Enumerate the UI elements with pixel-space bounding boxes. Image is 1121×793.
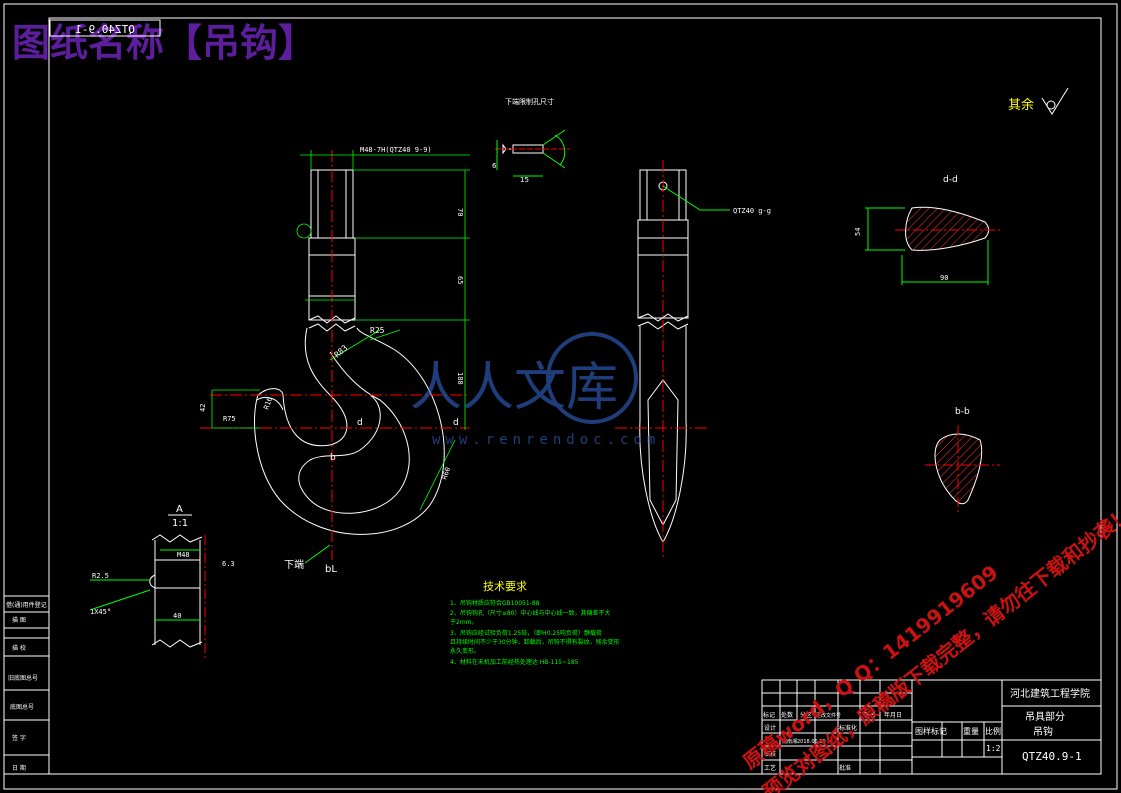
drawing-no: QTZ40.9-1 xyxy=(1022,750,1082,763)
detail-a-scale: 1:1 xyxy=(172,518,188,529)
detail-a-letter: A xyxy=(176,504,183,515)
tb-review: 审核 xyxy=(764,750,776,758)
watermark-logo: 人人文库 www.renrendoc.com xyxy=(410,332,660,448)
tech-req-line: 2、吊钩钩孔（尺寸≤80）中心线与中心线一致，其偏差不大 xyxy=(450,609,610,617)
section-dd-shape xyxy=(905,206,990,251)
left-col-item: 日 期 xyxy=(12,764,26,772)
a-63: 6.3 xyxy=(222,560,235,568)
tb-row-label: 签名 xyxy=(864,711,876,719)
scale-label: 比例 xyxy=(985,726,1001,736)
left-col-item: 借(通)用件登记 xyxy=(6,601,47,609)
dd-height: 54 xyxy=(854,228,862,236)
left-col-item: 签 字 xyxy=(12,734,26,742)
front-dimensions xyxy=(211,150,470,511)
label-bl: bL xyxy=(325,564,337,575)
label-d-right: d xyxy=(453,418,459,428)
dim-180: 180 xyxy=(456,372,464,385)
left-column-table xyxy=(3,595,50,775)
roughness-circle xyxy=(1046,100,1056,110)
det-15: 15 xyxy=(520,176,529,184)
inner-border xyxy=(48,17,1102,775)
detail-a-dims xyxy=(89,549,200,621)
code-box-text: QTZ40.9-1 xyxy=(75,23,135,36)
tb-row-label: 更改文件号 xyxy=(816,712,841,719)
section-bb-label: b-b xyxy=(955,407,970,417)
tech-req-line: 且持续时间不少于30分钟，卸载后，吊钩不得有裂纹，残余变形 xyxy=(450,638,620,646)
roughness-symbol xyxy=(1041,87,1069,115)
dim-r16: R16 xyxy=(262,396,274,411)
tb-row-label: 分区 xyxy=(800,711,812,719)
marks-label: 图样标记 xyxy=(915,726,947,736)
left-col-item: 描 校 xyxy=(12,644,26,652)
tech-req-line: 3、吊钩应经试验负荷1.25倍，（即H0.25吨负荷）静载荷 xyxy=(450,629,602,637)
dim-r25: R25 xyxy=(370,326,385,335)
tb-row-label: 处数 xyxy=(781,711,793,719)
roughness-note: 其余 xyxy=(1008,97,1034,113)
tech-req-line: 于2mm。 xyxy=(450,619,478,626)
drawing-title: 图纸名称【吊钩】 xyxy=(12,21,316,65)
dim-r83: R83 xyxy=(333,343,350,359)
detail-label-top: 下端限制孔尺寸 xyxy=(505,97,554,106)
hole-detail xyxy=(495,129,570,177)
outer-border xyxy=(3,3,1118,790)
tb-craft: 工艺 xyxy=(764,764,776,772)
watermark-note-1: 原稿word，Q Q：1419919609 xyxy=(738,560,1002,774)
hook-front-view xyxy=(253,169,445,535)
tb-approve: 批准 xyxy=(839,764,851,772)
dim-65: 65 xyxy=(456,276,464,284)
part-name-1: 吊具部分 xyxy=(1025,710,1065,723)
tb-row-label: 标记 xyxy=(763,711,775,719)
thread-note: M48-7H(QTZ40 9-9) xyxy=(360,146,432,154)
a-m48: M48 xyxy=(177,551,190,559)
watermark-site: www.renrendoc.com xyxy=(432,432,660,448)
a-r25: R2.5 xyxy=(92,572,109,580)
title-block xyxy=(761,679,1102,775)
scale-value: 1:2 xyxy=(986,744,1001,753)
dim-70: 70 xyxy=(456,208,464,216)
tech-req-line: 4、材料在未机加工前经热处理达 HB-115~185 xyxy=(450,658,579,666)
leader-bottom xyxy=(304,544,331,564)
part-name-2: 吊钩 xyxy=(1033,726,1053,738)
label-b: b xyxy=(330,453,336,463)
a-40: 40 xyxy=(173,612,181,620)
watermark-brand: 人人文库 xyxy=(410,358,618,418)
left-col-item: 底图总号 xyxy=(10,703,34,711)
tb-row-label: 年月日 xyxy=(884,711,902,719)
code-box xyxy=(49,19,161,37)
left-col-item: 旧底图总号 xyxy=(8,674,38,682)
detail-a xyxy=(149,534,203,648)
tech-req-title: 技术要求 xyxy=(483,580,527,593)
left-col-item: 描 图 xyxy=(12,616,26,624)
dim-42: 42 xyxy=(199,404,207,412)
tech-req-line: 永久变形。 xyxy=(450,647,480,655)
label-d-left: d xyxy=(357,418,363,428)
tb-design: 设计 xyxy=(764,724,776,732)
weight-label: 重量 xyxy=(963,726,979,736)
side-leader xyxy=(662,185,730,211)
side-note: QTZ40 g-g xyxy=(733,207,771,215)
tb-designer-date: 湖南湘2018.06.20 xyxy=(782,738,826,745)
label-bottom: 下端 xyxy=(284,558,304,571)
tb-standardize: 标准化 xyxy=(839,724,857,732)
institute-name: 河北建筑工程学院 xyxy=(1010,687,1090,700)
dd-width: 90 xyxy=(940,274,948,282)
section-dd-dims xyxy=(865,207,989,285)
dim-r75: R75 xyxy=(223,415,236,423)
det-6: 6 xyxy=(492,162,497,170)
dim-r60: R60 xyxy=(440,466,452,481)
a-chamfer: 1X45° xyxy=(90,608,111,616)
section-dd-label: d-d xyxy=(943,175,958,185)
tech-req-line: 1、吊钩材质应符合GB10051-88 xyxy=(450,599,540,607)
